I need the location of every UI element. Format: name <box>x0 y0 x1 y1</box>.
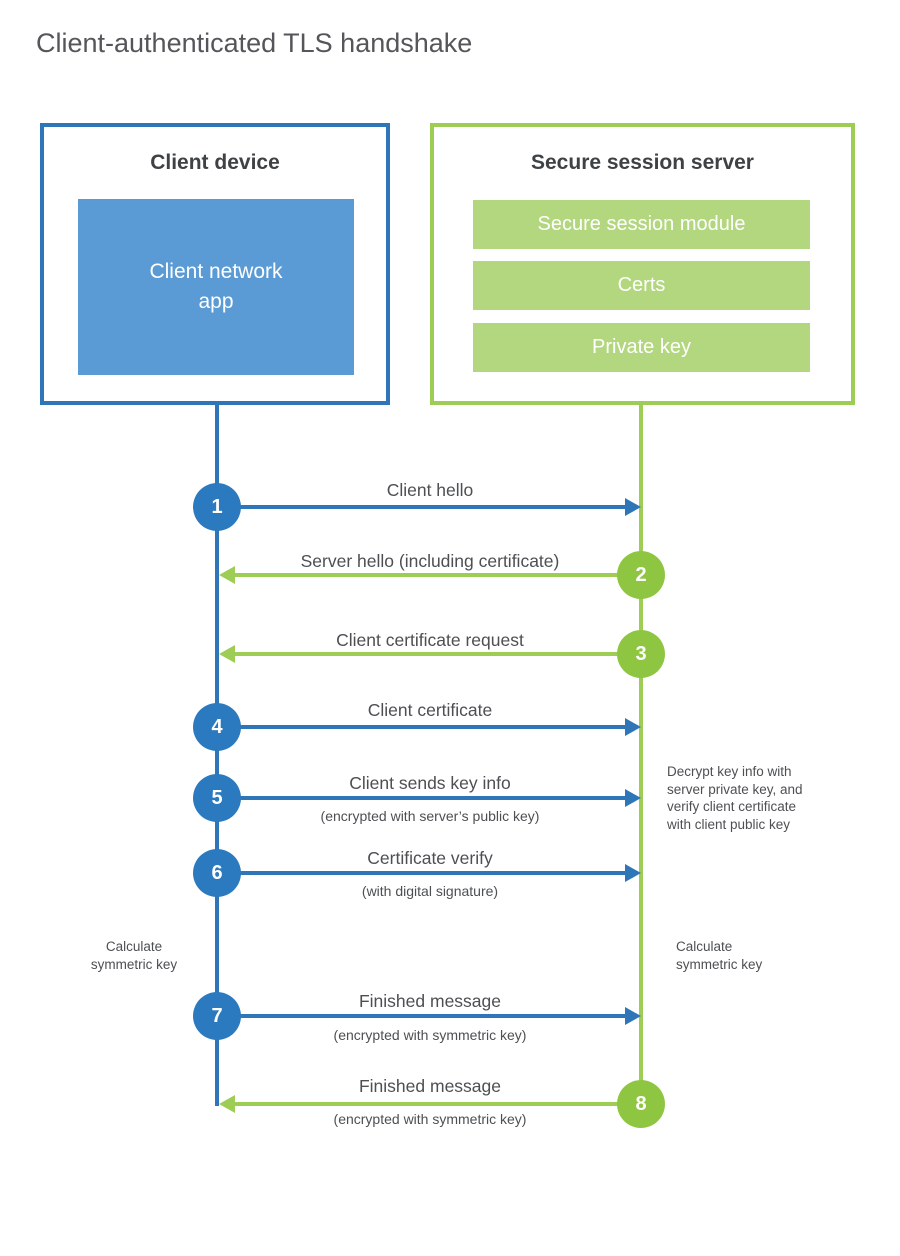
calculate-symmetric-key-right-note: Calculate symmetric key <box>676 939 763 972</box>
server-module-secure-session: Secure session module <box>473 200 810 249</box>
step-8-subtitle: (encrypted with symmetric key) <box>333 1111 527 1127</box>
step-3-label: Client certificate request <box>336 630 524 650</box>
step-1-circle: 1 <box>193 483 241 531</box>
step-5-label: Client sends key info <box>349 773 511 793</box>
step-8-circle: 8 <box>617 1080 665 1128</box>
arrowhead-left-icon <box>219 645 235 663</box>
server-title: Secure session server <box>531 151 754 174</box>
server-lifeline <box>639 405 643 1104</box>
step-2-circle: 2 <box>617 551 665 599</box>
step-2-label: Server hello (including certificate) <box>300 551 560 571</box>
client-device-box: Client device Client network app <box>40 123 390 405</box>
client-lifeline <box>215 405 219 1106</box>
calculate-symmetric-key-left-note: Calculate symmetric key <box>90 939 178 972</box>
diagram-title: Client-authenticated TLS handshake <box>36 28 473 58</box>
step-7-circle: 7 <box>193 992 241 1040</box>
step-4-circle: 4 <box>193 703 241 751</box>
step-4-arrow-right-icon <box>217 718 641 736</box>
step-1-arrow-right-icon <box>217 498 641 516</box>
step-7-subtitle: (encrypted with symmetric key) <box>333 1027 527 1043</box>
step-5-subtitle: (encrypted with server’s public key) <box>320 808 540 824</box>
client-network-app-box: Client network app <box>78 199 354 375</box>
client-device-title: Client device <box>150 151 280 174</box>
step-2-arrow-left-icon <box>219 566 641 584</box>
step-8-arrow-left-icon <box>219 1095 641 1113</box>
arrowhead-right-icon <box>625 1007 641 1025</box>
step-5-arrow-right-icon <box>217 789 641 807</box>
step-3-arrow-left-icon <box>219 645 641 663</box>
step-6-circle: 6 <box>193 849 241 897</box>
step-5-circle: 5 <box>193 774 241 822</box>
decrypt-note: Decrypt key info with server private key… <box>667 764 803 832</box>
step-1-label: Client hello <box>386 480 474 500</box>
arrowhead-right-icon <box>625 498 641 516</box>
step-6-arrow-right-icon <box>217 864 641 882</box>
step-4-label: Client certificate <box>367 700 493 720</box>
arrowhead-right-icon <box>625 864 641 882</box>
step-3-circle: 3 <box>617 630 665 678</box>
server-module-certs: Certs <box>473 261 810 310</box>
arrowhead-right-icon <box>625 718 641 736</box>
step-6-label: Certificate verify <box>367 848 493 868</box>
step-6-subtitle: (with digital signature) <box>361 883 499 899</box>
arrowhead-right-icon <box>625 789 641 807</box>
arrowhead-left-icon <box>219 1095 235 1113</box>
arrowhead-left-icon <box>219 566 235 584</box>
server-module-private-key: Private key <box>473 323 810 372</box>
step-7-arrow-right-icon <box>217 1007 641 1025</box>
step-7-label: Finished message <box>358 991 502 1011</box>
step-8-label: Finished message <box>358 1076 502 1096</box>
server-box: Secure session server Secure session mod… <box>430 123 855 405</box>
